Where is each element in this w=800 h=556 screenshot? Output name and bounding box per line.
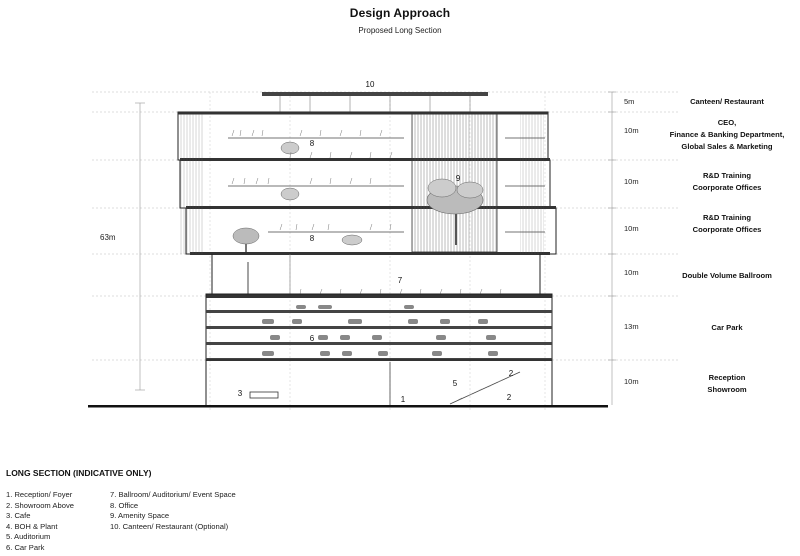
ground-floor — [205, 359, 553, 407]
legend-item: 6. Car Park — [6, 542, 45, 552]
level-dimension — [608, 91, 616, 405]
tag-ballroom: 7 — [398, 276, 403, 285]
tag-canteen: 10 — [366, 80, 375, 89]
legend-item: 3. Cafe — [6, 511, 31, 520]
tag-showroom-lower: 2 — [507, 393, 512, 402]
level-height-ballroom: 10m — [624, 268, 639, 277]
level-name-rd2-1: R&D Training — [703, 213, 751, 222]
level-name-rd2-2: Coorporate Offices — [693, 225, 762, 234]
tag-amenity: 9 — [456, 174, 461, 183]
tag-cafe: 3 — [238, 389, 243, 398]
level-name-ceo-3: Global Sales & Marketing — [681, 142, 773, 151]
level-name-ceo-1: CEO, — [718, 118, 737, 127]
page-title: Design Approach — [349, 6, 451, 20]
office-tree — [232, 141, 363, 296]
level-heights: 5m 10m 10m 10m 10m 13m 10m — [624, 97, 639, 386]
level-height-car-park: 13m — [624, 322, 639, 331]
level-height-rd-1: 10m — [624, 177, 639, 186]
ground-line — [88, 405, 608, 408]
level-name-rd1-2: Coorporate Offices — [693, 183, 762, 192]
level-name-rd1-1: R&D Training — [703, 171, 751, 180]
tag-office-upper: 8 — [310, 139, 315, 148]
long-section-drawing: 10 8 9 8 7 6 3 1 5 2 2 63m 5m 10m 10m 10… — [88, 80, 785, 410]
legend-column-2: 7. Ballroom/ Auditorium/ Event Space 8. … — [110, 490, 236, 532]
legend-item: 2. Showroom Above — [6, 500, 74, 510]
legend-item: 10. Canteen/ Restaurant (Optional) — [110, 521, 229, 531]
level-name-canteen: Canteen/ Restaurant — [690, 97, 764, 106]
level-names: Canteen/ Restaurant CEO, Finance & Banki… — [670, 97, 785, 394]
overall-height-label: 63m — [100, 233, 116, 242]
ballroom — [206, 254, 552, 298]
tag-auditorium: 5 — [453, 379, 458, 388]
tag-showroom-upper: 2 — [509, 369, 514, 378]
legend-title: LONG SECTION (INDICATIVE ONLY) — [6, 468, 152, 478]
level-name-ballroom: Double Volume Ballroom — [682, 271, 772, 280]
legend-column-1: 1. Reception/ Foyer 2. Showroom Above 3.… — [6, 490, 74, 553]
level-height-rd-2: 10m — [624, 224, 639, 233]
tag-reception: 1 — [401, 395, 406, 404]
level-name-ceo-2: Finance & Banking Department, — [670, 130, 785, 139]
space-tags: 10 8 9 8 7 6 3 1 5 2 2 — [238, 80, 514, 404]
atrium-tree — [426, 178, 484, 245]
car-park — [205, 293, 553, 361]
legend-item: 4. BOH & Plant — [6, 521, 58, 531]
level-height-canteen: 5m — [624, 97, 634, 106]
page-subtitle: Proposed Long Section — [358, 26, 442, 35]
legend-item: 5. Auditorium — [6, 532, 51, 541]
level-height-ground: 10m — [624, 377, 639, 386]
tag-office-lower: 8 — [310, 234, 315, 243]
legend-item: 8. Office — [110, 500, 139, 510]
roof-canopy — [262, 92, 488, 112]
legend-item: 1. Reception/ Foyer — [6, 490, 73, 499]
level-name-car-park: Car Park — [711, 323, 743, 332]
level-name-showroom: Showroom — [707, 385, 746, 394]
tag-car-park: 6 — [310, 334, 315, 343]
overall-dimension — [135, 102, 145, 391]
legend-item: 7. Ballroom/ Auditorium/ Event Space — [110, 490, 236, 499]
level-height-ceo: 10m — [624, 126, 639, 135]
legend-item: 9. Amenity Space — [110, 511, 170, 520]
level-name-reception: Reception — [709, 373, 746, 382]
